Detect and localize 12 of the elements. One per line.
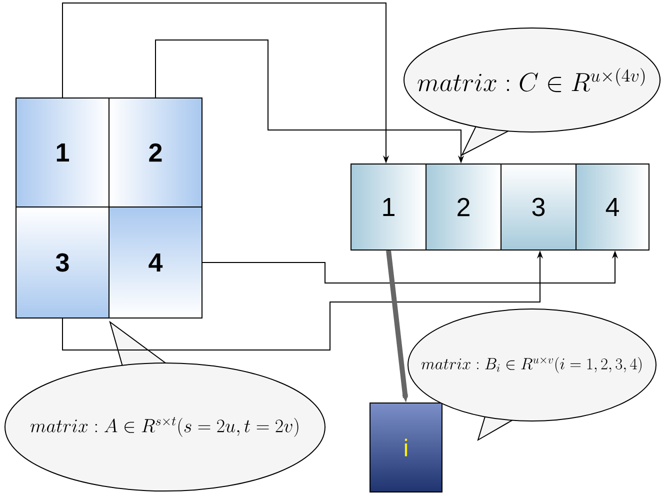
matrix-cell: 2: [108, 98, 202, 208]
matrix-cell: 1: [350, 164, 426, 250]
matrix-cell: 2: [426, 164, 502, 250]
matrix-cell: 4: [576, 164, 650, 250]
speech-bubble: $matrix : A \in R^{s\times t}(s=2u,t=2v)$: [4, 320, 326, 492]
matrix-cell: 4: [108, 206, 202, 318]
matrix-cell: 1: [16, 98, 110, 208]
matrix-cell: 3: [16, 206, 110, 318]
speech-bubble: $matrix : B_i \in R^{u\times v}(i=1,2,3,4)$: [408, 308, 656, 442]
matrix-cell: 3: [500, 164, 576, 250]
speech-bubble: $matrix : C \in R^{u\times (4v)}$: [404, 28, 660, 156]
block-box: i: [370, 402, 442, 492]
